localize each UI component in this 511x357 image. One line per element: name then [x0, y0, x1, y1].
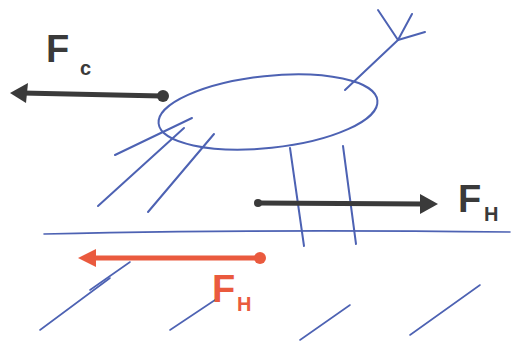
animal-outline — [98, 10, 425, 246]
force-arrow — [10, 83, 169, 103]
force-subscript: H — [237, 294, 251, 314]
ground — [40, 231, 510, 340]
force-subscript: c — [80, 58, 91, 78]
force-arrow — [254, 194, 438, 214]
force-symbol: F — [46, 30, 69, 68]
friction-arrow — [78, 249, 266, 267]
force-symbol: F — [212, 270, 235, 308]
force-symbol: F — [458, 180, 481, 218]
force-subscript: H — [484, 204, 498, 224]
